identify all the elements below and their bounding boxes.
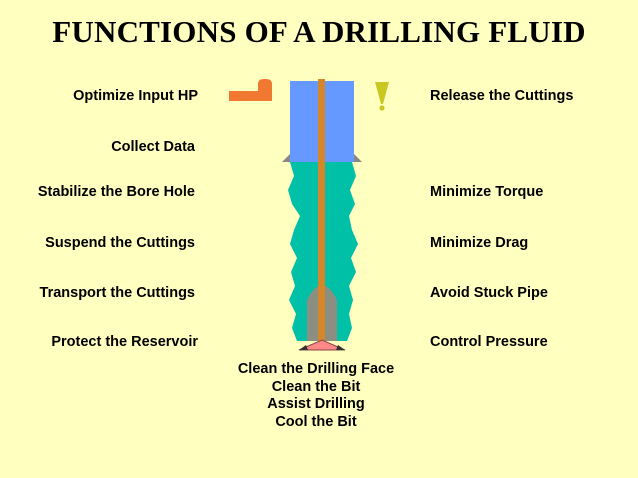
label-collect-data: Collect Data bbox=[111, 139, 195, 155]
label-assist-drilling: Assist Drilling bbox=[267, 396, 365, 412]
label-release-cuttings: Release the Cuttings bbox=[430, 88, 574, 104]
label-suspend-cuttings: Suspend the Cuttings bbox=[45, 235, 195, 251]
casing-shoe-right bbox=[354, 154, 362, 162]
page-title: FUNCTIONS OF A DRILLING FLUID bbox=[52, 14, 586, 49]
label-minimize-torque: Minimize Torque bbox=[430, 184, 544, 200]
pump-icon bbox=[229, 79, 272, 101]
label-protect-reservoir: Protect the Reservoir bbox=[51, 334, 198, 350]
label-clean-drilling-face: Clean the Drilling Face bbox=[237, 361, 395, 377]
label-transport-cuttings: Transport the Cuttings bbox=[39, 285, 195, 301]
label-cool-bit: Cool the Bit bbox=[275, 413, 357, 430]
shaker-icon-dot bbox=[379, 105, 385, 111]
casing-shoe-left bbox=[282, 154, 290, 162]
bit-cutter-right bbox=[336, 345, 345, 350]
bit-cutter-left bbox=[299, 345, 308, 350]
label-clean-bit: Clean the Bit bbox=[271, 378, 361, 395]
label-optimize-input-hp: Optimize Input HP bbox=[73, 88, 198, 104]
label-avoid-stuck-pipe: Avoid Stuck Pipe bbox=[430, 285, 548, 301]
shaker-icon bbox=[375, 82, 389, 104]
drill-bit bbox=[298, 339, 346, 351]
drill-pipe bbox=[318, 79, 325, 341]
label-control-pressure: Control Pressure bbox=[430, 334, 548, 350]
label-minimize-drag: Minimize Drag bbox=[430, 235, 529, 251]
bottom-label-group: Clean the Drilling Face Clean the Bit As… bbox=[216, 361, 416, 431]
label-stabilize-bore-hole: Stabilize the Bore Hole bbox=[37, 184, 195, 200]
